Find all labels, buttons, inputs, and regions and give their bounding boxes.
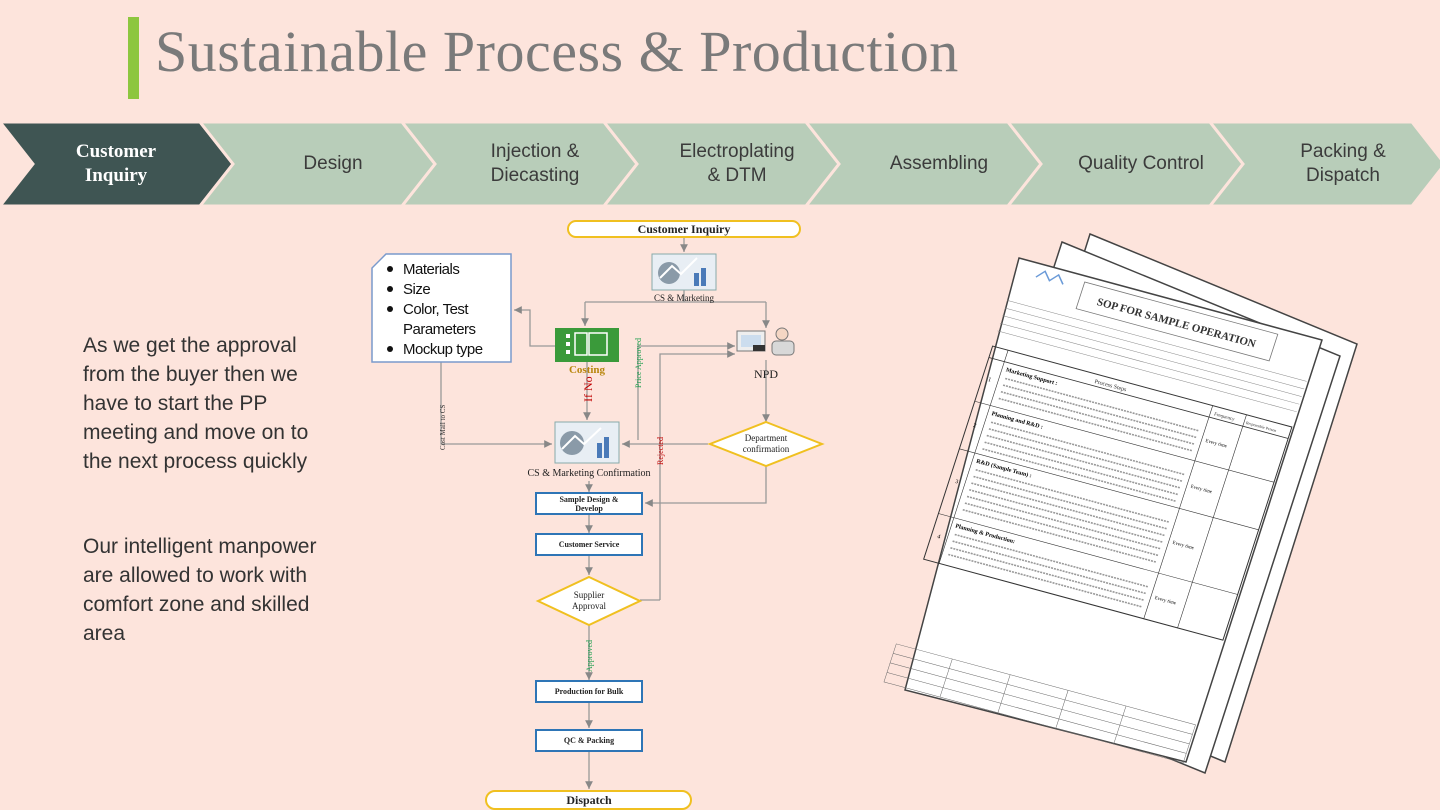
document-page-front: SOP FOR SAMPLE OPERATION Process Steps F… <box>883 257 1323 764</box>
process-step-label: Packing & Dispatch <box>1243 140 1440 188</box>
process-step-label: Design <box>233 152 433 176</box>
sop-col-frequency: Frequency <box>1213 412 1235 422</box>
sop-frequency: Every time <box>1190 485 1214 496</box>
checklist-bullet <box>387 286 393 292</box>
costing-icon <box>555 328 619 362</box>
process-step-chevron <box>1206 120 1440 206</box>
flow-production-label: Production for Bulk <box>555 687 624 696</box>
flow-qc-label: QC & Packing <box>564 736 614 745</box>
flow-sample-design-box <box>535 492 643 515</box>
process-chevron-bar <box>0 120 1440 206</box>
flow-start-terminal <box>567 220 801 238</box>
flow-sample-design-label-2: Develop <box>575 504 603 513</box>
checklist-callout <box>371 253 512 363</box>
sop-row-number: 2 <box>972 423 977 429</box>
process-step-label-line: Customer <box>75 141 157 162</box>
process-step-label-line: Dispatch <box>1306 165 1380 186</box>
flow-customer-service-box <box>535 533 643 556</box>
flow-price-approved-label: Price Approved <box>634 338 643 388</box>
flow-sample-design-label-1: Sample Design & <box>559 495 618 504</box>
flow-qc-box <box>535 729 643 752</box>
sop-row-number: 4 <box>936 534 941 540</box>
checklist-item: Mockup type <box>403 341 483 358</box>
flow-end-terminal <box>485 790 692 810</box>
flow-supplier-label-2: Approval <box>572 601 606 611</box>
flow-npd-label: NPD <box>754 367 778 381</box>
sop-frequency: Every time <box>1205 439 1229 450</box>
process-step-label-line: Packing & <box>1300 141 1386 162</box>
process-step-label: Assembling <box>839 152 1039 176</box>
checklist-bullet <box>387 306 393 312</box>
process-step-label: Quality Control <box>1041 152 1241 176</box>
checklist-item: Size <box>403 281 430 298</box>
process-step-label-line: Quality Control <box>1078 153 1204 174</box>
sop-row-number: 3 <box>954 479 959 485</box>
checklist-item: Materials <box>403 261 459 278</box>
paragraph-approval: As we get the approval from the buyer th… <box>83 334 309 473</box>
process-step-label-line: Diecasting <box>490 165 580 186</box>
sop-frequency: Every time <box>1154 596 1178 607</box>
paragraph-manpower: Our intelligent manpower are allowed to … <box>83 535 317 645</box>
process-step-label-line: & DTM <box>707 165 767 186</box>
title-accent-bar <box>128 17 139 99</box>
chart-icon <box>651 253 717 291</box>
flow-end-label: Dispatch <box>566 793 612 807</box>
flow-if-no-label: If No <box>581 376 595 402</box>
process-step-label: Injection & Diecasting <box>435 140 635 188</box>
flow-supplier-label-1: Supplier <box>574 590 605 600</box>
flow-production-box <box>535 680 643 703</box>
flow-department-label-1: Department <box>745 433 788 443</box>
process-step-label: Electroplating & DTM <box>637 140 837 188</box>
flow-cs-marketing-label: CS & Marketing <box>654 293 714 303</box>
process-step-label-line: Assembling <box>889 153 989 174</box>
process-step-label-line: Design <box>303 153 363 174</box>
checklist-bullet <box>387 346 393 352</box>
flow-cs-confirmation-label: CS & Marketing Confirmation <box>527 468 650 479</box>
page-title: Sustainable Process & Production <box>155 19 959 84</box>
flow-approved-label: Approved <box>585 640 594 672</box>
process-step-label-line: Electroplating <box>679 141 795 162</box>
flow-start-label: Customer Inquiry <box>638 222 731 236</box>
flow-customer-service-label: Customer Service <box>559 540 620 549</box>
process-step-label-line: Injection & <box>490 141 580 162</box>
npd-icon <box>736 327 795 356</box>
chart-icon <box>554 421 620 464</box>
flow-costing-label: Costing <box>569 364 606 376</box>
flow-department-label-2: confirmation <box>743 444 790 454</box>
process-step-label-line: Inquiry <box>84 165 148 186</box>
flow-supplier-decision <box>535 575 643 627</box>
checklist-bullet <box>387 266 393 272</box>
sop-frequency: Every time <box>1172 541 1196 552</box>
flow-department-decision <box>707 420 825 468</box>
flow-cost-mail-label: Cost Mail to CS <box>439 405 447 450</box>
flow-rejected-label: Rejected <box>656 437 665 465</box>
sop-row-number: 1 <box>987 377 992 383</box>
